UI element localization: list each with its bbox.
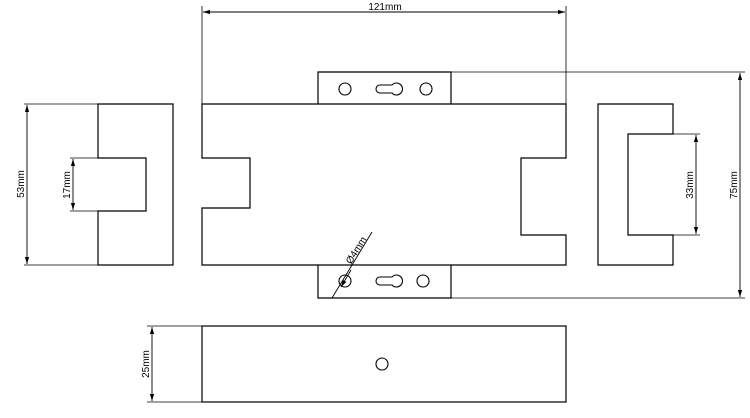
dimension-label-hole: Ø4mm bbox=[344, 235, 369, 266]
dimension-label-121mm: 121mm bbox=[368, 2, 401, 13]
dimension-121mm: 121mm bbox=[201, 2, 567, 104]
mounting-hole bbox=[416, 274, 430, 288]
center-hole bbox=[375, 357, 389, 371]
dimension-label-25mm: 25mm bbox=[141, 350, 152, 378]
mounting-hole bbox=[419, 82, 433, 96]
dimension-label-75mm: 75mm bbox=[729, 171, 740, 199]
left-side-view bbox=[24, 103, 174, 266]
dimension-33mm: 33mm bbox=[685, 135, 699, 234]
keyhole-slot bbox=[375, 82, 403, 96]
bottom-view bbox=[147, 325, 567, 403]
dimension-75mm: 75mm bbox=[451, 71, 745, 299]
dimension-label-33mm: 33mm bbox=[685, 171, 696, 199]
dimension-label-17mm: 17mm bbox=[62, 171, 73, 199]
dimension-25mm: 25mm bbox=[141, 327, 155, 401]
dimension-label-53mm: 53mm bbox=[16, 170, 27, 198]
front-view bbox=[201, 71, 567, 299]
right-side-view bbox=[597, 103, 700, 266]
dimension-53mm: 53mm bbox=[16, 105, 30, 264]
keyhole-slot bbox=[375, 274, 403, 288]
dimension-17mm: 17mm bbox=[62, 159, 76, 210]
mounting-hole bbox=[338, 82, 352, 96]
